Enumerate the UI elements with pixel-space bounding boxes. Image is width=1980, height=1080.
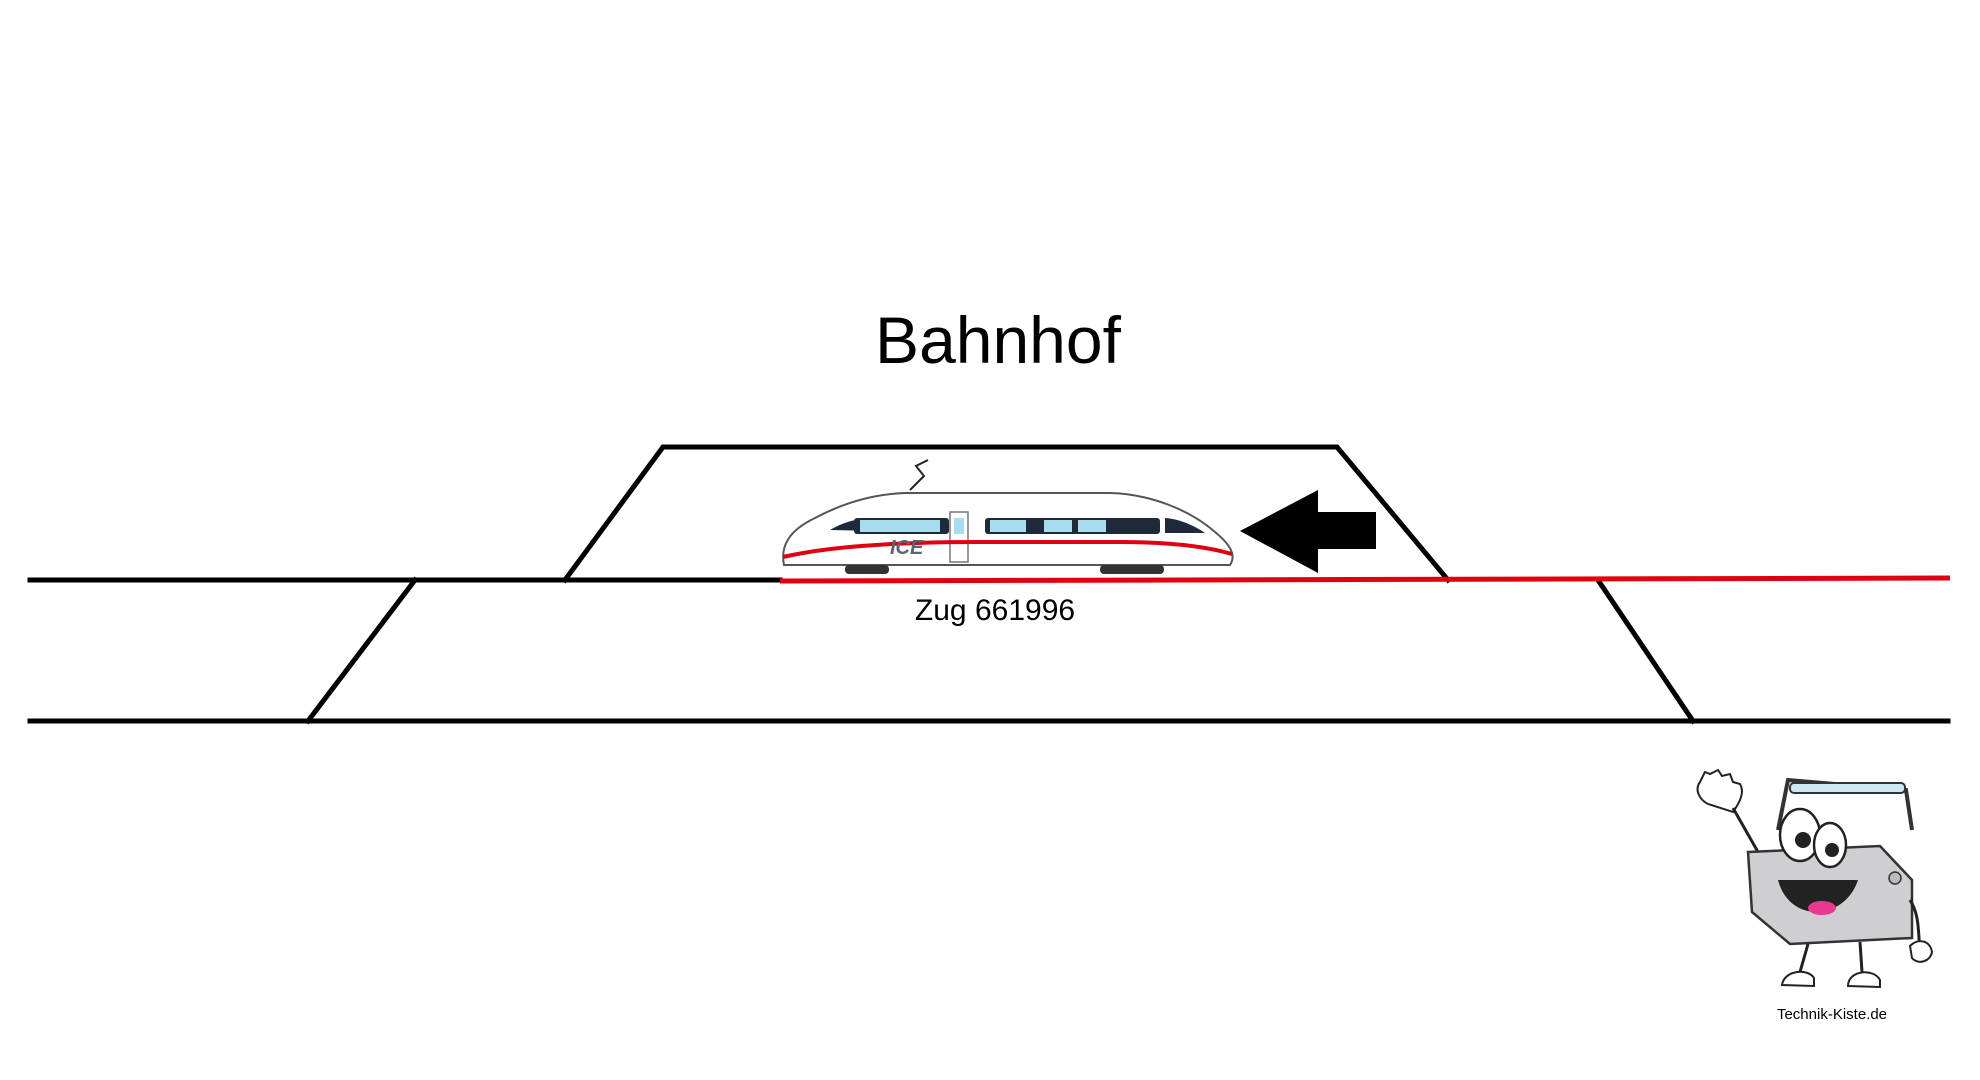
mascot-waving-hand [1696, 768, 1743, 814]
station-siding-track [561, 444, 1452, 584]
window-right-3 [1078, 520, 1106, 532]
mascot-right-hand [1908, 940, 1934, 963]
direction-arrow-left-icon [1240, 490, 1376, 573]
train-label: Zug 661996 [915, 594, 1075, 627]
mascot-arm-left [1731, 807, 1760, 853]
active-route-track [779, 575, 1951, 584]
right-crossover-track [1594, 576, 1697, 725]
mascot-pupil-left [1795, 832, 1811, 848]
train-stripe [782, 540, 1233, 559]
window-band-right [985, 518, 1160, 534]
diagram-title: Bahnhof [875, 303, 1122, 377]
bogie-left [845, 565, 889, 574]
mascot-box-edge [1879, 845, 1913, 881]
window-left [860, 520, 940, 532]
mascot-credit: Technik-Kiste.de [1777, 1006, 1887, 1023]
window-right-1 [990, 520, 1026, 532]
mascot-bolt-icon [1888, 871, 1902, 885]
mascot-handle-bar [1789, 782, 1906, 794]
toolbox-mascot-icon: Technik-Kiste.de [1696, 768, 1934, 1023]
mascot-pupil-right [1825, 843, 1839, 857]
mascot-leg-left [1798, 943, 1810, 973]
left-crossover-track [304, 576, 419, 725]
mascot-mouth [1778, 880, 1858, 912]
mascot-shoe-right [1846, 971, 1881, 989]
train-door [949, 511, 969, 563]
mascot-shoe-left [1780, 970, 1815, 988]
pantograph-icon [909, 459, 929, 491]
bogie-right [1100, 565, 1164, 574]
window-right-2 [1044, 520, 1072, 532]
ice-logo: ICE [890, 537, 924, 559]
track-layout [27, 444, 1951, 725]
front-window-right [1165, 518, 1205, 533]
mascot-leg-right [1858, 941, 1864, 973]
mascot-tongue [1808, 901, 1836, 915]
door-window [954, 518, 964, 534]
ice-train-icon: ICE [782, 459, 1234, 574]
